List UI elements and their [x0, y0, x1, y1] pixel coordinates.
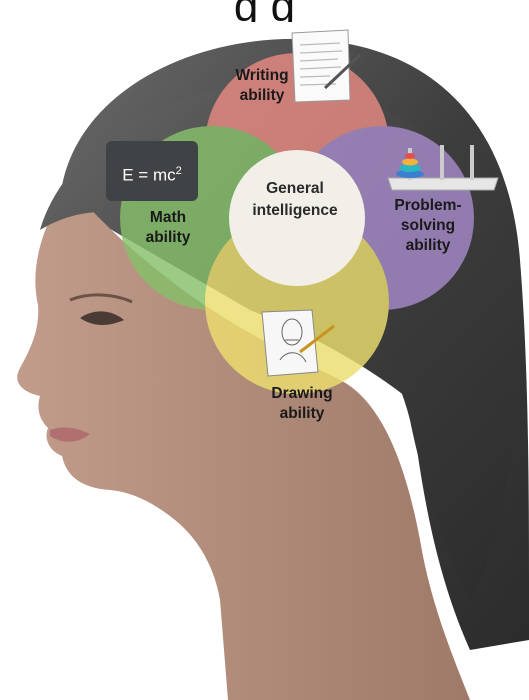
drawing-label-line2: ability [252, 404, 352, 424]
problem-label-line1: Problem- [378, 196, 478, 216]
general-label-line1: General [225, 178, 365, 200]
equation-card: E = mc2 [106, 141, 198, 201]
writing-label-line2: ability [222, 86, 302, 106]
problem-label-line2: solving [378, 216, 478, 236]
math-label-line1: Math [132, 208, 204, 228]
writing-label-line1: Writing [222, 66, 302, 86]
general-label-line2: intelligence [225, 200, 365, 222]
math-label-line2: ability [132, 228, 204, 248]
paper-icon [292, 30, 360, 102]
writing-label: Writing ability [222, 66, 302, 106]
equation-superscript: 2 [176, 165, 182, 177]
math-label: Math ability [132, 208, 204, 248]
problem-label-line3: ability [378, 236, 478, 256]
drawing-label: Drawing ability [252, 384, 352, 424]
problem-label: Problem- solving ability [378, 196, 478, 256]
equation-text: E = mc [122, 166, 175, 185]
drawing-label-line1: Drawing [252, 384, 352, 404]
general-intelligence-label: General intelligence [225, 178, 365, 222]
